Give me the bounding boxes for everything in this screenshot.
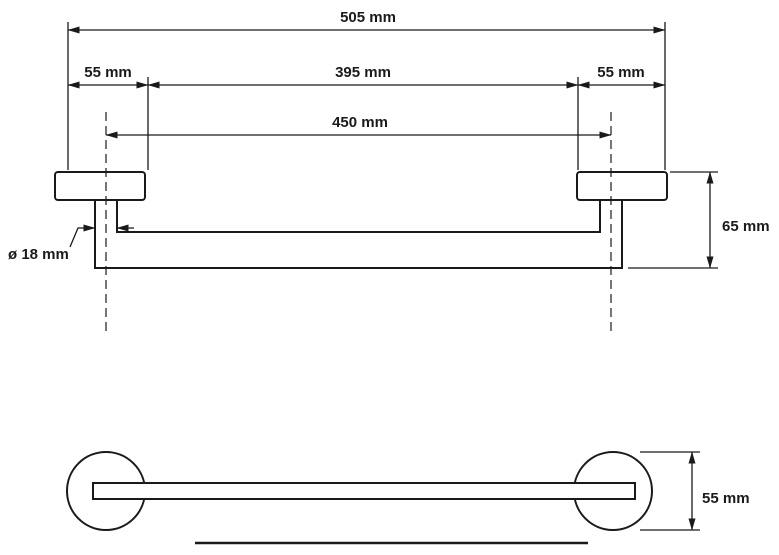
dimension-flange-55: 55 mm — [640, 451, 750, 531]
dimension-overall-width: 505 mm — [67, 9, 666, 170]
towel-rail-body — [94, 199, 623, 269]
dimension-label-diameter: ø 18 mm — [8, 246, 69, 263]
left-mount-plate — [54, 171, 146, 201]
rail-bar-plan — [92, 482, 636, 500]
dimension-height-65: 65 mm — [628, 171, 770, 269]
top-view — [66, 451, 653, 531]
dimension-label-right-55: 55 mm — [597, 64, 645, 81]
dimension-label-450: 450 mm — [332, 114, 388, 131]
dimension-post-diameter: ø 18 mm — [8, 224, 134, 263]
right-mount-plate — [576, 171, 668, 201]
dimension-label-middle-395: 395 mm — [335, 64, 391, 81]
leader-line-left-arrow — [69, 224, 96, 248]
dimension-label-left-55: 55 mm — [84, 64, 132, 81]
dimension-post-centers: 450 mm — [105, 114, 612, 139]
dimension-label-flange-55: 55 mm — [702, 490, 750, 507]
dimension-chain-row: 55 mm 395 mm 55 mm — [67, 64, 666, 170]
front-view — [54, 112, 668, 332]
dimension-label-overall: 505 mm — [340, 9, 396, 26]
dimension-label-65: 65 mm — [722, 218, 770, 235]
